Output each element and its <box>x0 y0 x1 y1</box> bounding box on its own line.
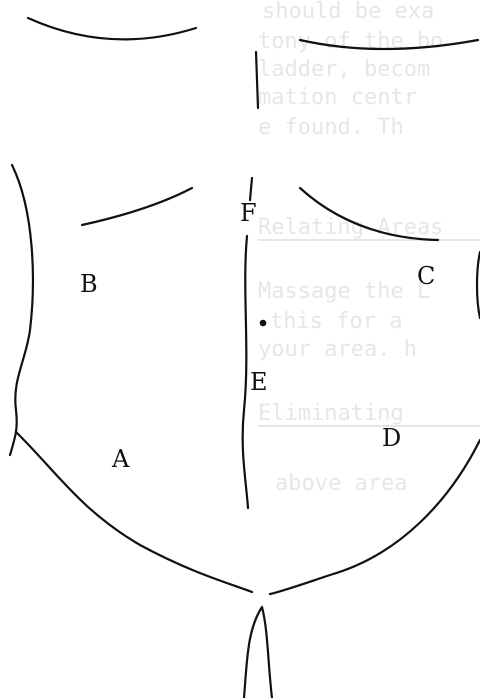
ghost-line-11: above area <box>275 471 407 496</box>
navel-dot <box>260 320 267 327</box>
ghost-line-1: should be exa <box>262 0 434 24</box>
ghost-line-4: mation centr <box>258 85 417 110</box>
left-chest-curve <box>28 18 196 39</box>
left-rib-curve <box>82 188 192 225</box>
region-label-a: A <box>111 445 130 473</box>
ghost-line-6: Relating Areas <box>258 215 443 240</box>
bleed-through-text: should be exa tony of the bo ladder, bec… <box>258 0 480 496</box>
ghost-line-9: your area. h <box>258 337 417 362</box>
ghost-line-10: Eliminating <box>258 401 404 426</box>
region-label-f: F <box>240 199 257 227</box>
ghost-line-8: this for a <box>270 309 402 334</box>
ghost-line-7: Massage the L <box>258 279 430 304</box>
left-torso-side <box>10 165 33 455</box>
region-label-c: C <box>417 262 435 290</box>
ghost-line-3: ladder, becom <box>258 57 430 82</box>
right-hip-curve <box>270 440 480 594</box>
ghost-line-2: tony of the bo <box>258 29 443 54</box>
left-hip-curve <box>16 432 252 592</box>
pubic-shape <box>244 607 272 698</box>
midline <box>243 52 258 508</box>
ghost-line-5: e found. Th <box>258 115 404 140</box>
region-label-b: B <box>80 270 98 298</box>
region-label-d: D <box>382 424 401 452</box>
region-label-e: E <box>250 368 268 396</box>
